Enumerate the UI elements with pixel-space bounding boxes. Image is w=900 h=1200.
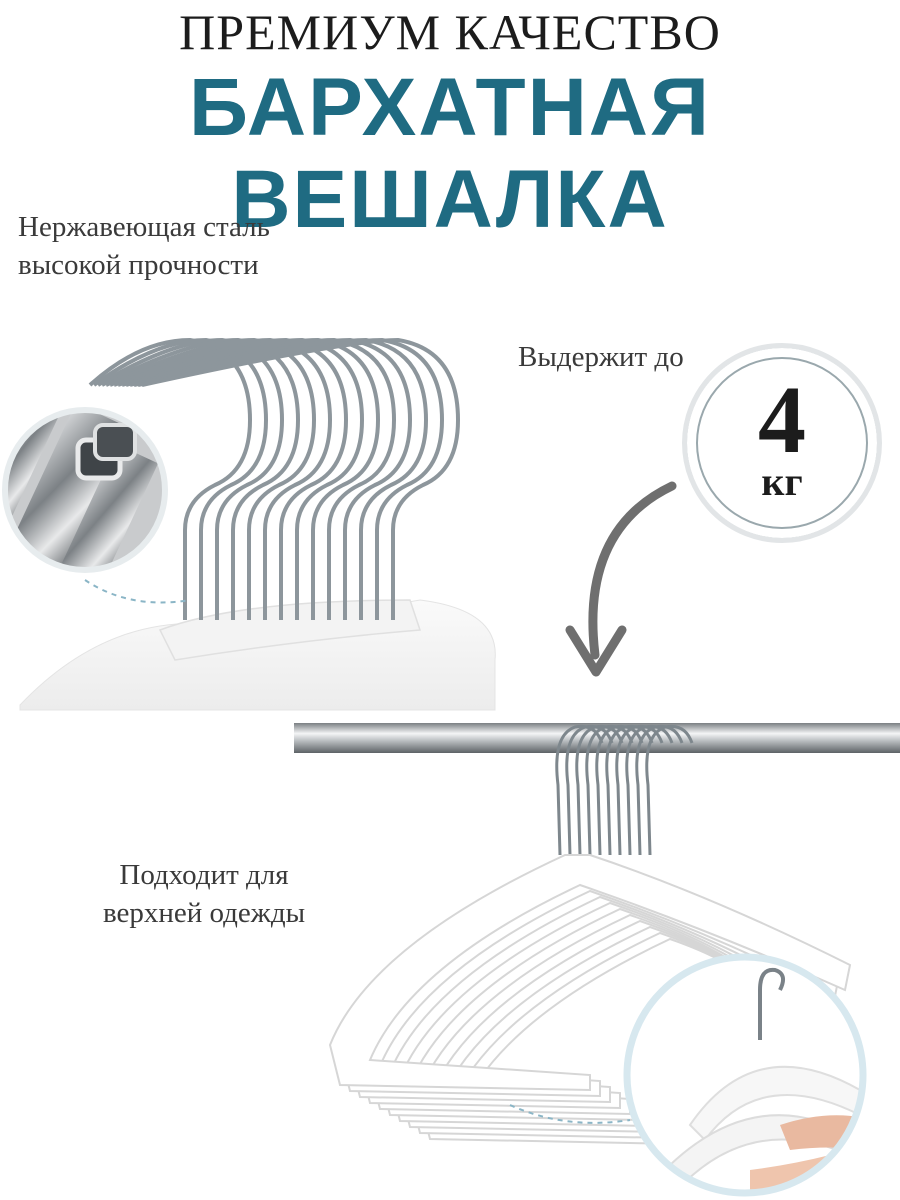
outerwear-caption-line2: верхней одежды <box>102 897 306 929</box>
steel-caption-line2: высокой прочности <box>18 249 259 281</box>
curved-arrow-icon <box>565 481 677 677</box>
dashed-connector-bottom <box>509 1104 631 1124</box>
subtitle-heading: ПРЕМИУМ КАЧЕСТВО <box>179 4 721 60</box>
hook-wire <box>625 724 674 856</box>
hook-wire <box>96 337 285 620</box>
velvet-hanger <box>328 854 852 1092</box>
hook-wire <box>101 337 301 620</box>
steel-caption: Нержавеющая сталь высокой прочности <box>18 208 338 284</box>
steel-caption-line1: Нержавеющая сталь <box>18 211 270 243</box>
hanger-in-hand-closeup <box>623 953 867 1197</box>
hook-wire <box>133 337 429 620</box>
dashed-connector <box>84 579 191 604</box>
product-title: БАРХАТНАЯ ВЕШАЛКА <box>189 62 711 245</box>
rod-hangers-illustration <box>294 723 900 1146</box>
weight-badge <box>682 343 882 543</box>
weight-unit: кг <box>761 459 803 504</box>
hook-wire <box>113 337 349 620</box>
hook-wire <box>645 724 694 856</box>
steel-hooks-illustration <box>19 337 496 711</box>
hook-wire <box>125 337 397 620</box>
hook-wire <box>117 337 365 620</box>
hook-wire <box>88 337 253 620</box>
outerwear-caption: Подходит для верхней одежды <box>84 856 324 932</box>
steel-profile-closeup <box>2 407 168 573</box>
hook-wire <box>137 337 445 620</box>
hook-wire <box>109 337 333 620</box>
hook-wire <box>121 337 381 620</box>
outerwear-caption-line1: Подходит для <box>119 859 289 891</box>
hook-wire <box>105 337 317 620</box>
hook-wire <box>141 337 461 620</box>
hook-wire <box>129 337 413 620</box>
hook-wire <box>635 724 684 856</box>
hold-caption: Выдержит до <box>518 341 684 373</box>
weight-value: 4 <box>758 366 806 473</box>
hook-wire <box>92 337 269 620</box>
